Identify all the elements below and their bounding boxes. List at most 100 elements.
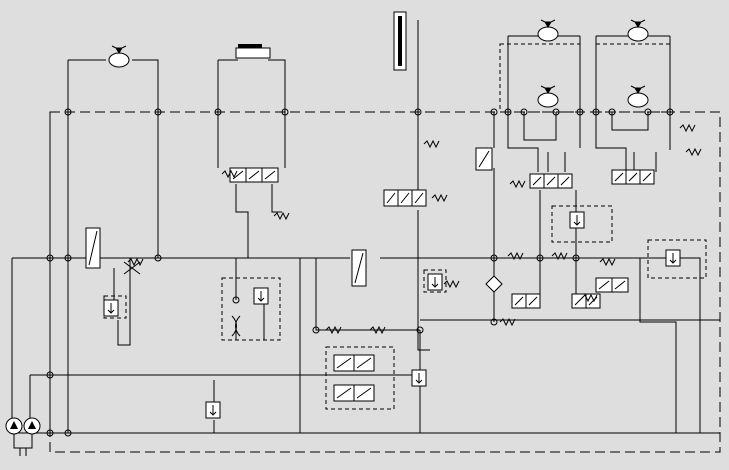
check-valve-block: [475, 147, 493, 171]
valve-flow-arrow: [248, 170, 260, 180]
junction-dot: [644, 108, 652, 116]
valve-flow-arrow: [336, 357, 352, 369]
motor-arrow: [540, 19, 556, 28]
valve-flow-arrow: [356, 387, 372, 399]
relief-valve-bottom: [205, 401, 221, 419]
flow-control-enclosure: [221, 277, 281, 341]
junction-dot: [64, 429, 72, 437]
mid-loop-line: [299, 258, 420, 433]
valve-flow-arrow: [336, 387, 352, 399]
valve-flow-arrow: [598, 280, 610, 290]
logic-valve-enclosure: [325, 346, 395, 410]
valve-flow-arrow: [264, 170, 276, 180]
motor-branch-lines: [523, 112, 649, 141]
directional-valve-left: [85, 227, 101, 269]
junction-dot: [520, 108, 528, 116]
pilot-lines: [103, 43, 707, 410]
flow-control-valve: [253, 287, 269, 305]
manifold-boundary: [49, 111, 721, 453]
relief-arrow: [257, 291, 265, 302]
junction-dot: [490, 108, 498, 116]
directional-valve-upper-cylinder: [383, 189, 427, 207]
tank-symbol: [13, 434, 33, 456]
valve-flow-arrow: [514, 296, 524, 306]
junction-dot: [490, 254, 498, 262]
valve-flow-arrow: [628, 172, 638, 182]
motor-enclosure-a: [499, 43, 581, 113]
spring-7: [369, 325, 386, 335]
spring-5: [599, 257, 616, 267]
logic-valve-upper: [333, 354, 375, 372]
motor-arrow: [111, 45, 127, 54]
return-line-mid: [29, 374, 420, 420]
relief-arrow: [669, 253, 677, 264]
junction-dot: [592, 108, 600, 116]
valve-flow-arrow: [560, 176, 570, 186]
cylinder-loop-line: [217, 59, 286, 168]
directional-valve-right-b: [611, 169, 655, 185]
motor-body: [108, 52, 130, 68]
valve-flow-arrow: [414, 192, 424, 204]
logic-valve-lower: [333, 384, 375, 402]
valve-flow-arrow: [386, 192, 396, 204]
relief-arrow: [107, 303, 115, 314]
pump-1: [5, 417, 23, 435]
motor-body: [627, 92, 649, 108]
motor-body: [627, 26, 649, 42]
relief-enclosure-right: [551, 205, 613, 243]
directional-valve-lower-a: [511, 293, 541, 309]
pump-arrow: [28, 421, 36, 429]
relief-valve-right: [569, 211, 585, 229]
relief-valve-far-right: [665, 249, 681, 267]
junction-dot: [64, 108, 72, 116]
junction-dot: [666, 108, 674, 116]
valve-flow-arrow: [400, 192, 410, 204]
junction-dot: [154, 108, 162, 116]
motor-arrow: [630, 85, 646, 94]
components: [5, 11, 702, 456]
junction-dot: [536, 254, 544, 262]
hydraulic-motor-a: [537, 85, 559, 108]
valve-flow-arrow: [642, 172, 652, 182]
spring-10: [685, 147, 702, 157]
motor-loop-line: [67, 59, 159, 258]
junction-dot: [572, 254, 580, 262]
spring-1: [273, 211, 290, 221]
valve-feed-stubs: [547, 152, 657, 172]
motor-body: [537, 92, 559, 108]
valve-flow-arrow: [614, 172, 624, 182]
relief-arrow: [415, 373, 423, 384]
relief-valve-left: [103, 299, 119, 317]
junction-dot: [64, 254, 72, 262]
valve-flow-arrow: [532, 176, 542, 186]
pump-arrow: [10, 421, 18, 429]
junction-dot: [414, 108, 422, 116]
directional-valve-right-a: [529, 173, 573, 189]
directional-valve-center: [351, 249, 367, 287]
junction-dot: [490, 318, 498, 326]
junction-dot: [608, 108, 616, 116]
relief-enclosure-mid: [423, 269, 447, 293]
spring-6: [499, 317, 516, 327]
junction-dot: [576, 108, 584, 116]
junction-dot: [504, 108, 512, 116]
relief-arrow: [431, 277, 439, 288]
valve-flow-arrow: [614, 280, 626, 290]
hydraulic-motor-top-b: [627, 19, 649, 42]
cylinder-rod: [238, 44, 262, 48]
throttle-valve: [123, 261, 141, 275]
valve-flow-arrow: [356, 357, 372, 369]
valve-flow-arrow: [574, 296, 584, 306]
cylinder-horizontal: [235, 47, 271, 59]
relief-branch-left: [113, 258, 131, 346]
spring-9: [679, 123, 696, 133]
spring-14: [127, 257, 144, 267]
motor-enclosure-b: [595, 43, 671, 113]
junction-dot: [552, 108, 560, 116]
valve-flow-arrow: [478, 150, 490, 168]
junction-dot: [46, 254, 54, 262]
directional-valve-lower-b: [571, 293, 601, 309]
pump-2: [23, 417, 41, 435]
